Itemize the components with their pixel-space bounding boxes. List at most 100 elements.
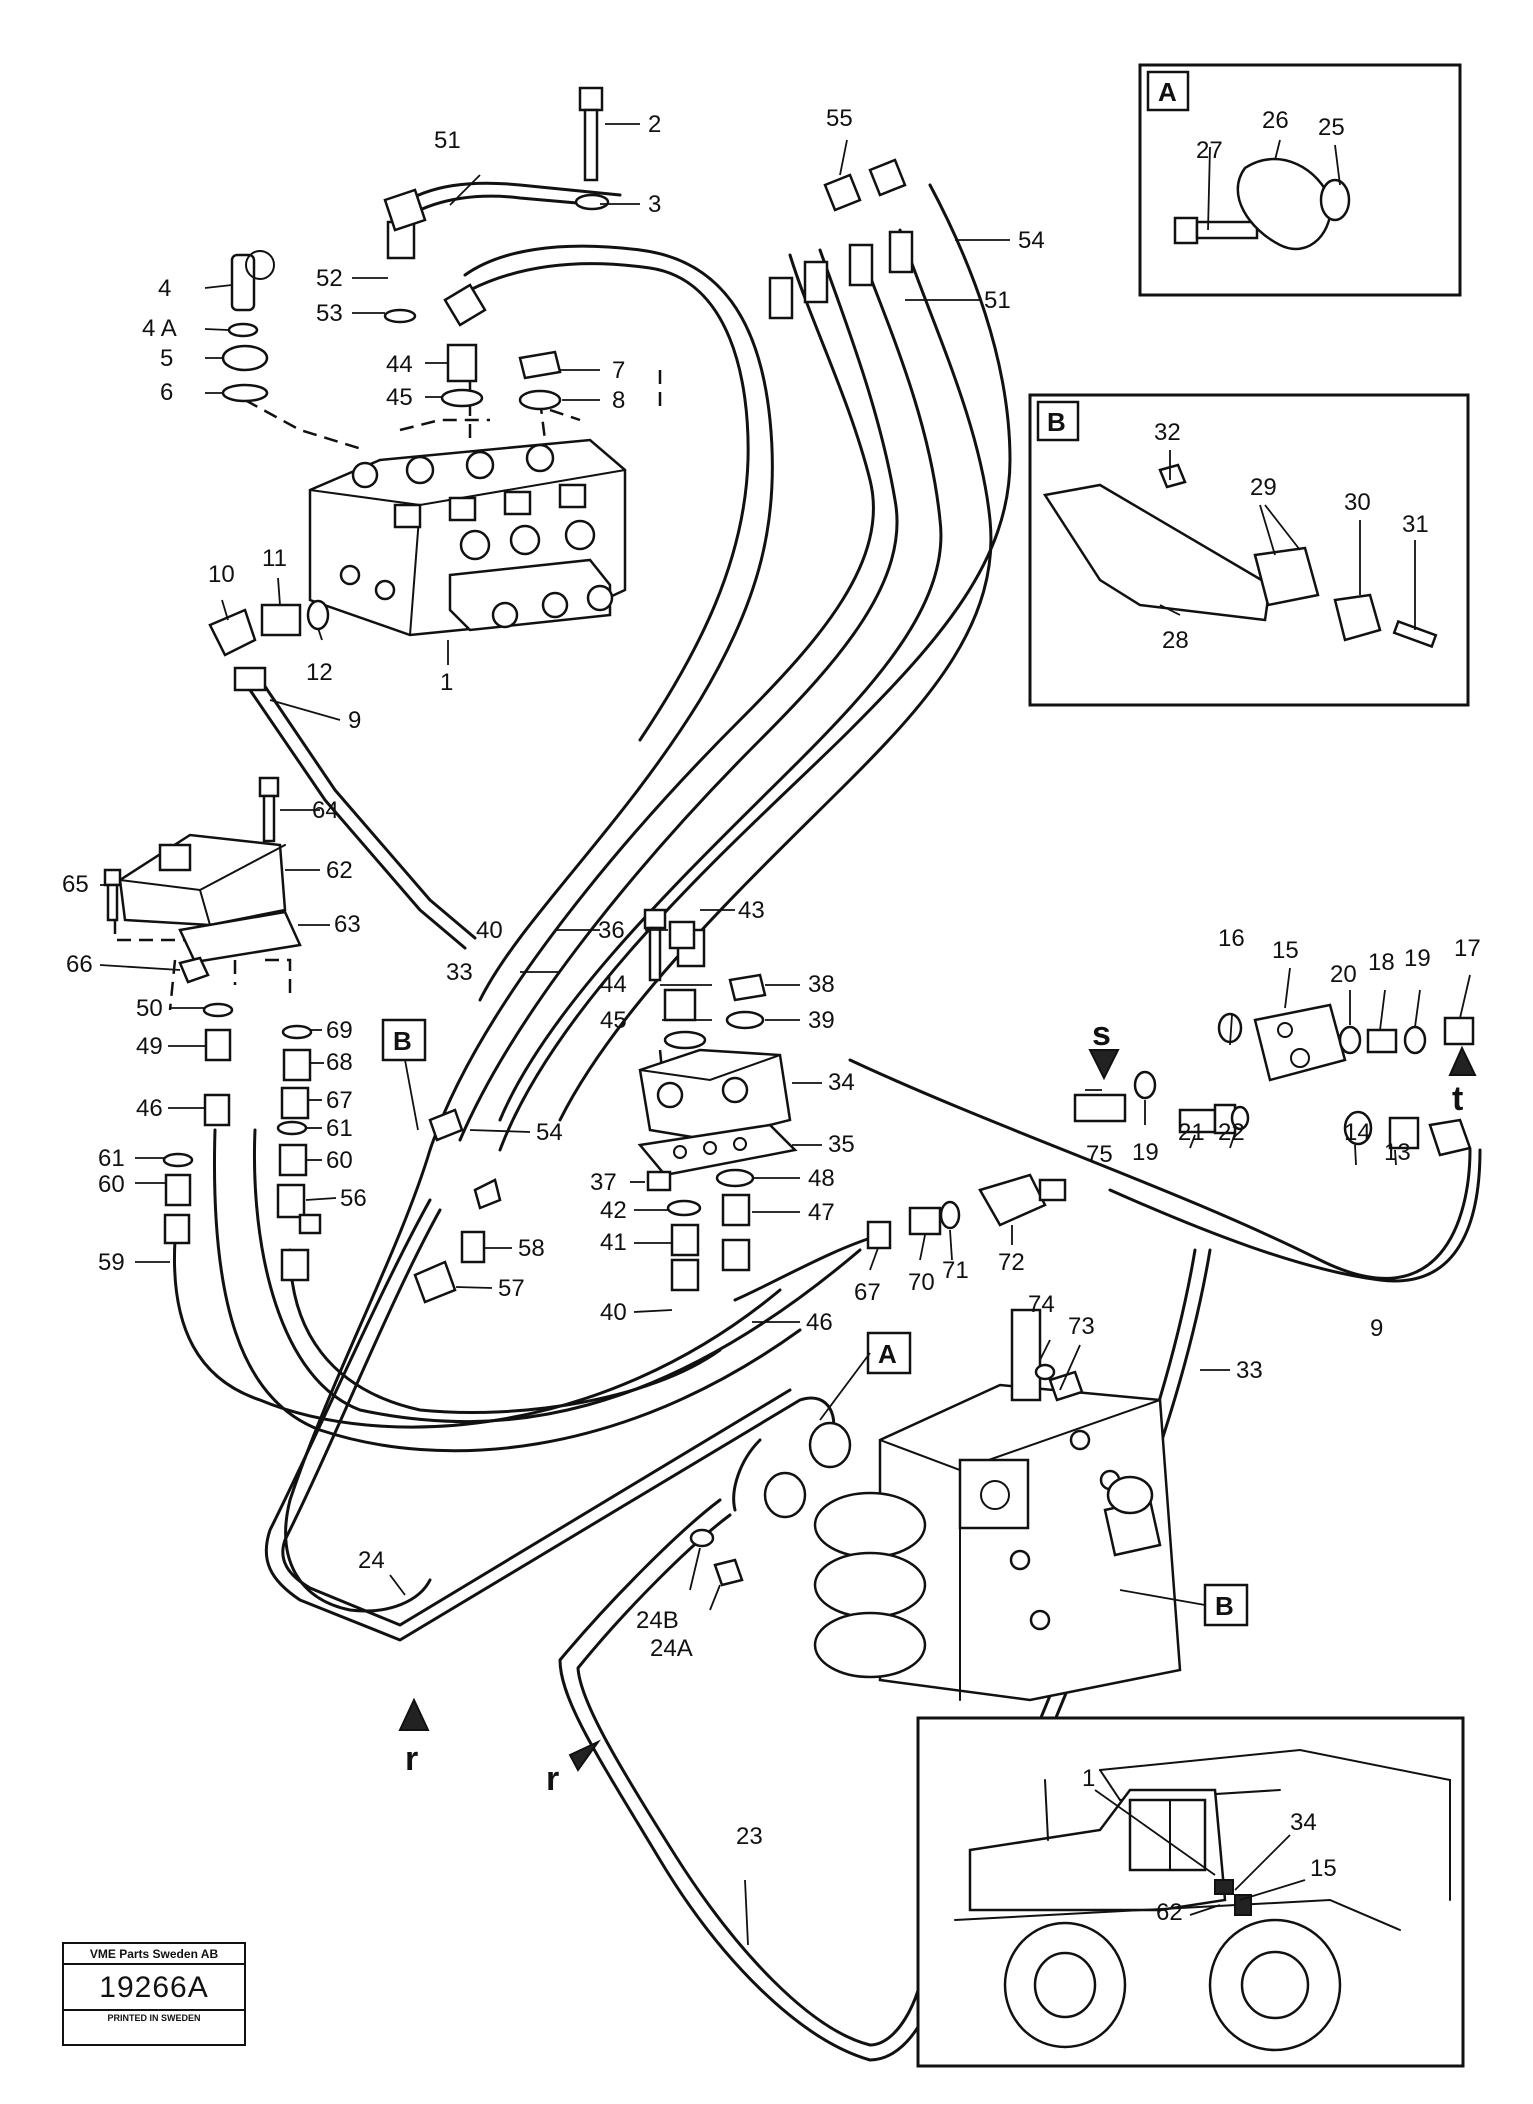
svg-text:B: B [393,1026,412,1056]
document-stamp: VME Parts Sweden AB 19266A PRINTED IN SW… [62,1942,246,2046]
svg-text:B: B [1047,407,1066,437]
part-label: 34 [1290,1809,1317,1836]
leader-lines [99,123,1471,1946]
part-label: 25 [1318,114,1345,141]
part-label: 23 [736,1823,763,1850]
part-label: 2 [648,111,661,138]
part-label: 13 [1384,1139,1411,1166]
part-label: 75 [1086,1141,1113,1168]
flow-markers: s t r r [398,1015,1477,1798]
part-label: 66 [66,951,93,978]
part-label: 48 [808,1165,835,1192]
part-label: 49 [136,1033,163,1060]
part-label: 71 [942,1257,969,1284]
svg-text:A: A [878,1339,897,1369]
part-label: 24 [358,1547,385,1574]
part-label: 56 [340,1185,367,1212]
machine-inset [916,1716,1465,2068]
part-label: 27 [1196,137,1223,164]
part-label: 14 [1344,1119,1371,1146]
part-label: 16 [1218,925,1245,952]
part-label: 40 [476,917,503,944]
part-label: 44 [386,351,413,378]
main-valve-assembly [689,1308,1182,1702]
part-label: 24A [650,1635,693,1662]
part-label: 50 [136,995,163,1022]
part-label: 45 [386,384,413,411]
part-label: 22 [1218,1119,1245,1146]
part-label: 73 [1068,1313,1095,1340]
part-label: 68 [326,1049,353,1076]
part-label: 70 [908,1269,935,1296]
part-label: 55 [826,105,853,132]
part-label: 1 [1082,1765,1095,1792]
fittings [103,86,1475,1304]
part-label: 46 [136,1095,163,1122]
part-label: 8 [612,387,625,414]
part-label: 34 [828,1069,855,1096]
part-label: 32 [1154,419,1181,446]
part-label: 1 [440,669,453,696]
part-label: 12 [306,659,333,686]
part-label: 39 [808,1007,835,1034]
part-label: 26 [1262,107,1289,134]
part-label: 51 [434,127,461,154]
part-label: 57 [498,1275,525,1302]
part-label: 11 [262,545,287,572]
part-label: 6 [160,379,173,406]
part-label: 74 [1028,1291,1055,1318]
svg-text:B: B [1215,1591,1234,1621]
part-label: 10 [208,561,235,588]
part-label: 41 [600,1229,627,1256]
part-label: 58 [518,1235,545,1262]
part-label: 61 [98,1145,125,1172]
part-label: 67 [326,1087,353,1114]
svg-text:s: s [1092,1015,1111,1053]
part-label: 46 [806,1309,833,1336]
part-label: 33 [1236,1357,1263,1384]
part-label: 64 [312,797,339,824]
stamp-printed: PRINTED IN SWEDEN [64,2009,244,2025]
svg-text:r: r [546,1760,559,1798]
part-label: 37 [590,1169,617,1196]
part-label: 52 [316,265,343,292]
part-label: 60 [98,1171,125,1198]
part-label: 15 [1272,937,1299,964]
part-label: 47 [808,1199,835,1226]
reference-boxes: B A B [381,1018,1249,1627]
part-label: 62 [326,857,353,884]
part-label: 15 [1310,1855,1337,1882]
part-label: 35 [828,1131,855,1158]
part-label: 59 [98,1249,125,1276]
part-label: 21 [1178,1119,1205,1146]
part-label: 36 [598,917,625,944]
stamp-code: 19266A [99,1971,209,2004]
part-label: 17 [1454,935,1481,962]
part-label: 60 [326,1147,353,1174]
part-label: 53 [316,300,343,327]
part-label: 54 [1018,227,1045,254]
part-label: 3 [648,191,661,218]
stamp-company: VME Parts Sweden AB [64,1944,244,1965]
part-label: 5 [160,345,173,372]
part-label: 9 [1370,1315,1383,1342]
part-label: 38 [808,971,835,998]
part-label: 62 [1156,1899,1183,1926]
part-label: 61 [326,1115,353,1142]
inset-a: A [1138,63,1462,297]
part-label: 4 A [142,315,177,342]
part-label: 30 [1344,489,1371,516]
part-label: 9 [348,707,361,734]
part-label: 42 [600,1197,627,1224]
part-label: 7 [612,357,625,384]
part-label: 65 [62,871,89,898]
part-label: 19 [1132,1139,1159,1166]
part-label: 40 [600,1299,627,1326]
svg-text:A: A [1158,77,1177,107]
part-label: 54 [536,1119,563,1146]
ref-box-b-left [381,1018,427,1062]
part-label: 67 [854,1279,881,1306]
part-label: 28 [1162,627,1189,654]
hose-lines [172,181,1482,2062]
